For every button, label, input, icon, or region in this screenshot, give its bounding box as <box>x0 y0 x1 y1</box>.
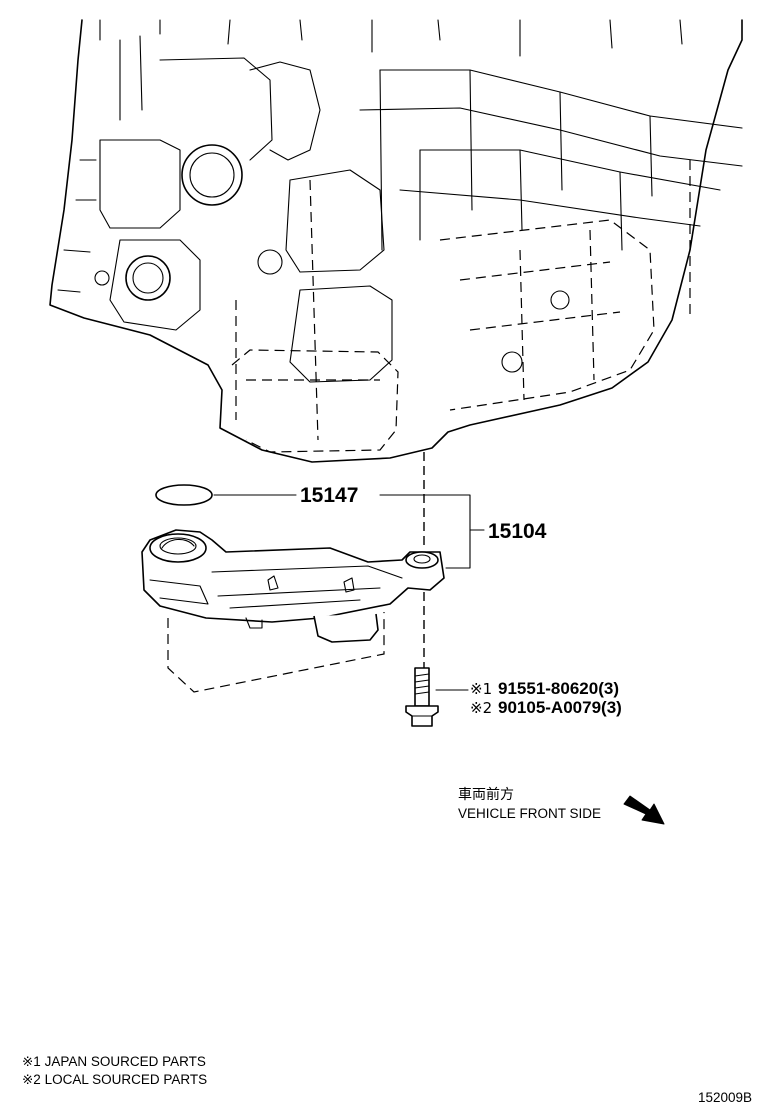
callout-bolt-japan: 91551-80620(3) <box>498 679 619 698</box>
arrow-down-right-icon <box>623 795 665 825</box>
oil-strainer-illustration <box>141 529 445 693</box>
engine-block-illustration <box>49 19 743 463</box>
callout-bolt-local: 90105-A0079(3) <box>498 698 622 717</box>
note-japan-sourced: ※1 JAPAN SOURCED PARTS <box>22 1054 206 1069</box>
callout-strainer-assy: 15104 <box>488 520 547 543</box>
callout-bolt-japan-mark: ※1 <box>470 680 492 698</box>
vehicle-front-label-jp: 車両前方 <box>458 786 514 803</box>
flange-bolt-illustration <box>405 667 439 727</box>
callout-bolt-local-mark: ※2 <box>470 699 492 717</box>
note-local-sourced: ※2 LOCAL SOURCED PARTS <box>22 1072 207 1087</box>
strainer-leader-line <box>379 494 471 569</box>
callout-gasket: 15147 <box>300 484 358 507</box>
gasket-ring-illustration <box>155 484 213 506</box>
vehicle-front-label-en: VEHICLE FRONT SIDE <box>458 806 601 821</box>
figure-id: 152009B <box>698 1090 752 1105</box>
